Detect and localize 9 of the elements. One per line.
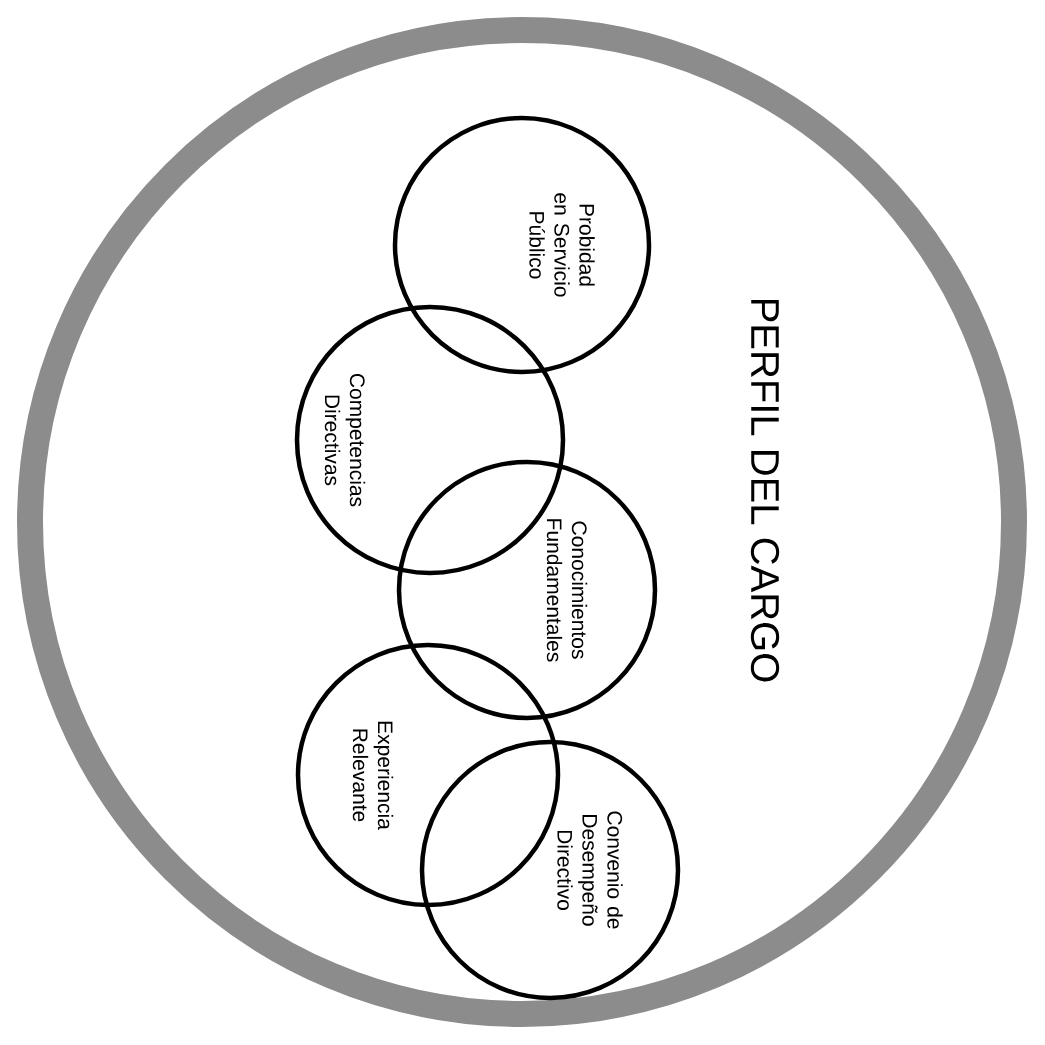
circle-label: Experiencia Relevante — [352, 721, 394, 830]
ring-circle — [419, 739, 681, 1001]
circle-label: Probidad en Servicio Público — [529, 193, 595, 297]
circle-label: Conocimientos Fundamentales — [546, 519, 588, 662]
ring-circle — [396, 459, 658, 721]
title: PERFIL DEL CARGO — [750, 299, 780, 682]
ring-circle — [392, 115, 652, 375]
circle-label: Convenio de Desempeño Directivo — [557, 811, 623, 929]
circle-label: Competencias Directivas — [324, 373, 366, 507]
